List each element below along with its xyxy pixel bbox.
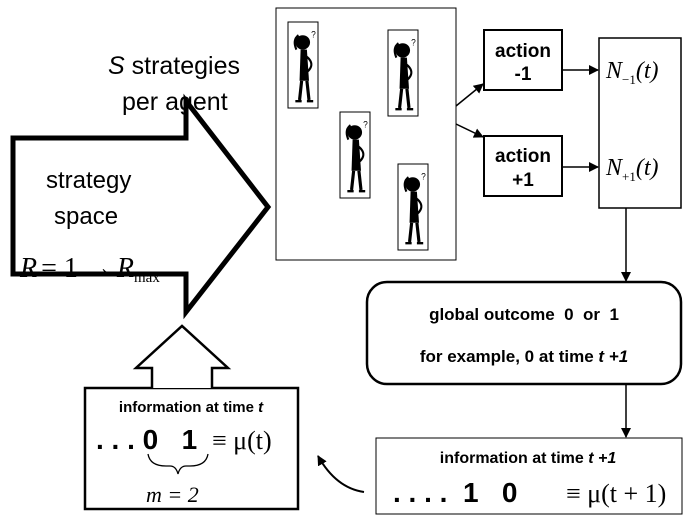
strategies-label-line2: per agent	[122, 88, 228, 116]
agent-figure-3	[339, 111, 371, 199]
info-current-sequence: . . . 0 1	[96, 424, 197, 455]
global-outcome-line1: global outcome 0 or 1	[429, 305, 619, 324]
info-current-equiv: ≡ μ(t)	[212, 426, 272, 455]
info-current-title: information at time t	[119, 399, 264, 416]
strategy-space-arrow	[10, 93, 272, 320]
memory-brace	[147, 453, 209, 475]
action-minus-line1: action	[495, 41, 551, 62]
info-current-box	[83, 386, 300, 511]
agent-figure-4	[397, 163, 429, 251]
agent-figure-1	[287, 21, 319, 109]
action-plus-line2: +1	[512, 170, 534, 191]
strategies-label-line1: S strategies	[108, 52, 240, 80]
global-outcome-line2: for example, 0 at time t +1	[420, 347, 628, 366]
info-next-sequence: . . . . 1 0	[393, 477, 518, 508]
arrow-info-current-to-strategy	[132, 324, 232, 388]
count-plus: N+1(t)	[605, 155, 659, 184]
info-next-box	[375, 437, 683, 515]
action-plus-line1: action	[495, 146, 551, 167]
info-next-equiv: ≡ μ(t + 1)	[566, 479, 666, 508]
counts-box	[598, 37, 682, 209]
global-outcome-box	[365, 280, 683, 386]
action-plus-box	[483, 135, 563, 197]
arrow-to-action-plus	[455, 123, 484, 138]
action-minus-box	[483, 29, 563, 91]
agent-figure-2	[387, 29, 419, 117]
memory-label: m = 2	[146, 482, 199, 507]
strategy-space-formula: R= 1 →Rmax	[19, 253, 160, 286]
strategy-space-line2: space	[54, 203, 118, 230]
info-next-title: information at time t +1	[440, 450, 617, 467]
strategy-space-line1: strategy	[46, 167, 131, 194]
arrow-to-action-minus	[455, 83, 484, 107]
action-minus-line2: -1	[515, 64, 532, 85]
strategies-label-rest: strategies	[125, 52, 240, 80]
arrow-info-next-to-current	[317, 455, 365, 493]
count-minus: N−1(t)	[605, 58, 659, 87]
